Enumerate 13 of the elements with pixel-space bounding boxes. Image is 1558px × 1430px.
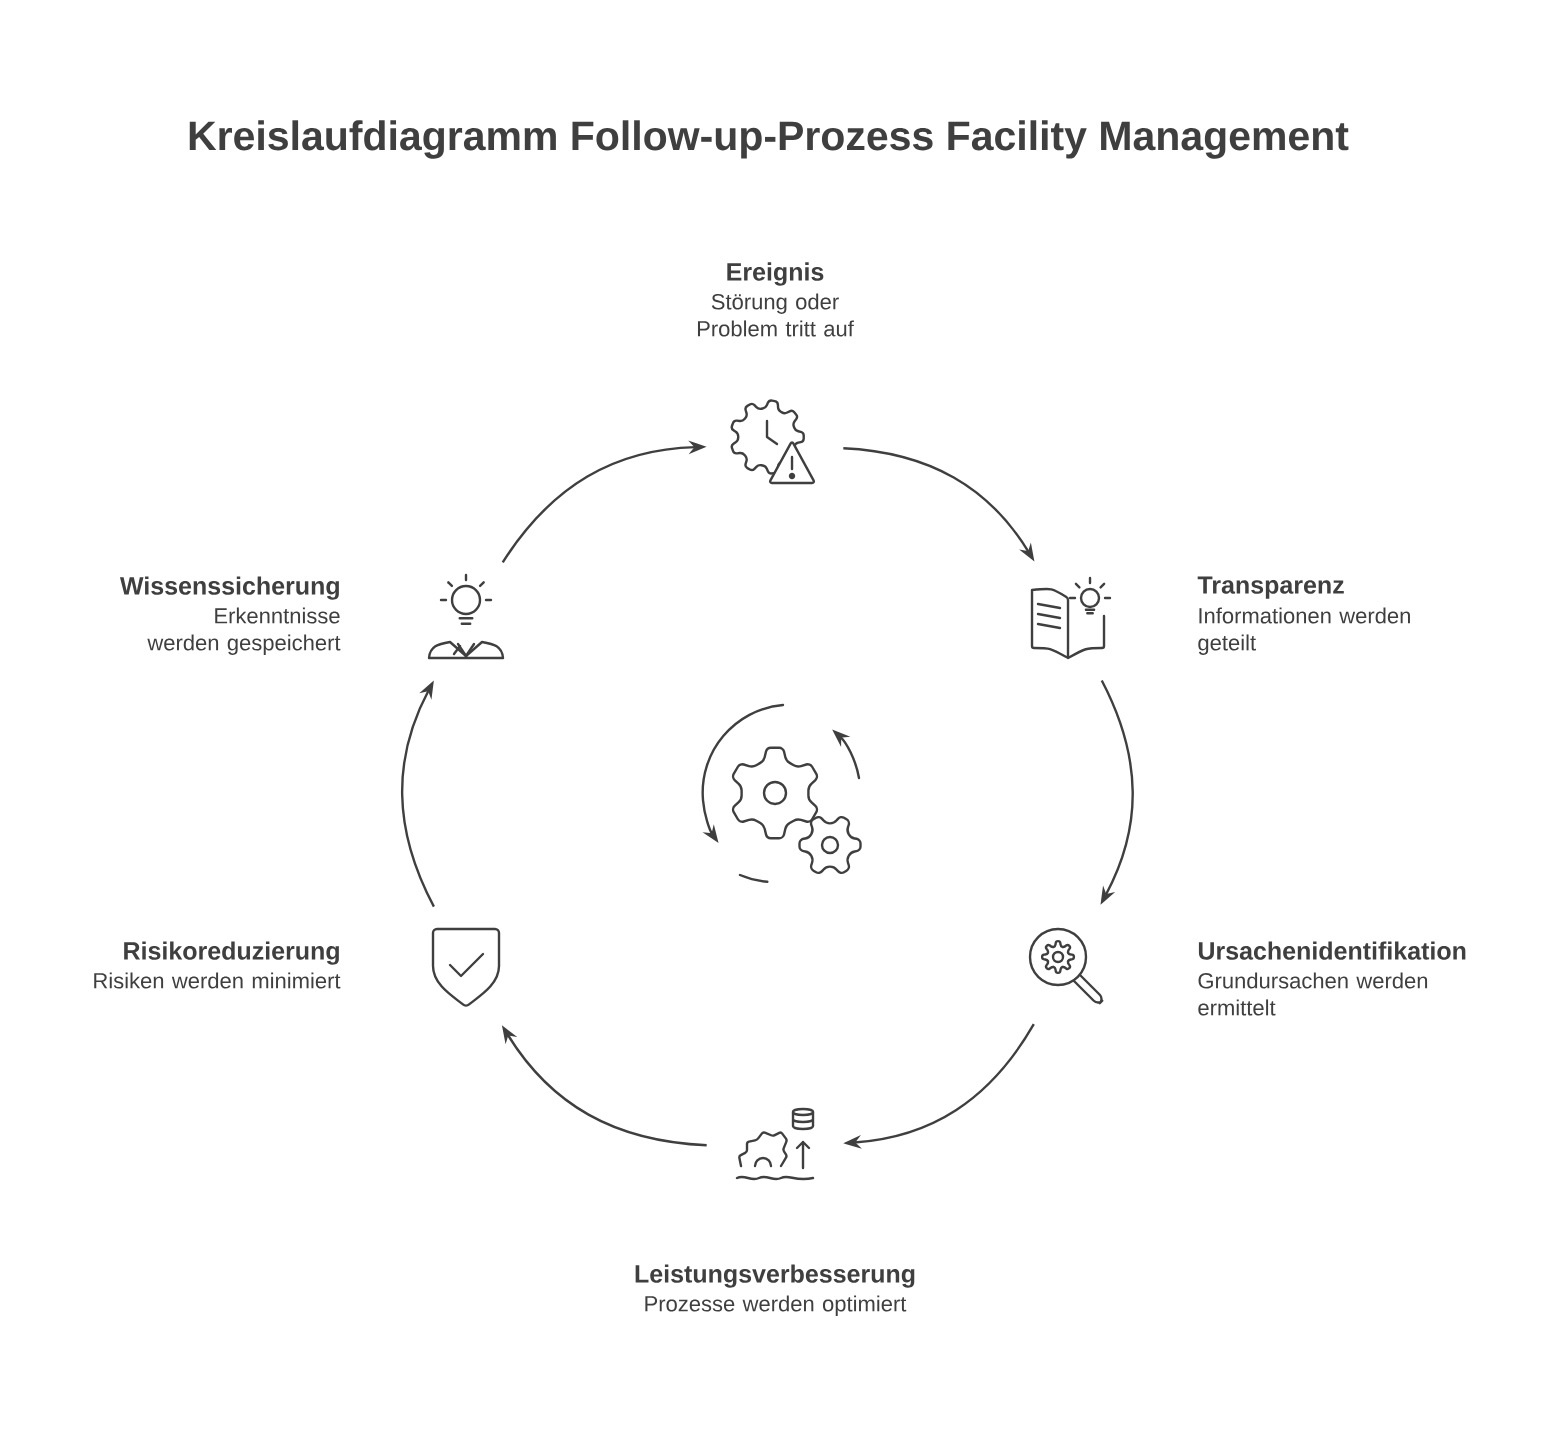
step-heading: Wissenssicherung [119, 576, 339, 600]
step-heading: Transparenz [1197, 576, 1344, 599]
step-description: Risiken werden minimiert [94, 972, 341, 989]
step-description: Prozesse werden optimiert [645, 1295, 907, 1316]
step-description: Informationen werden geteilt [1198, 607, 1410, 655]
step-heading: Ereignis [727, 262, 824, 286]
step-description: Erkenntnisse werden gespeichert [147, 607, 341, 655]
title: Kreislaufdiagramm Follow-up-Prozess Facility Management [189, 120, 1349, 159]
step-heading: Risikoreduzierung [124, 941, 339, 965]
step-description: Störung oder Problem tritt auf [697, 293, 854, 337]
step-heading: Ursachenidentifikation [1198, 941, 1466, 960]
step-heading: Leistungsverbesserung [635, 1264, 915, 1288]
step-description: Grundursachen werden ermittelt [1198, 972, 1428, 1016]
